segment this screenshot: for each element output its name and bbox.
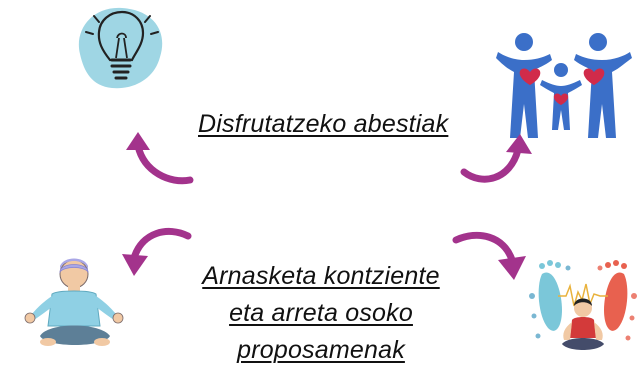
arrow-to-top-left [126,132,194,185]
arrow-to-top-right [460,134,532,183]
breathing-label-line-2: eta arreta osoko [229,299,413,327]
songs-label: Disfrutatzeko abestiak [198,110,449,138]
meditating-person-icon [24,258,124,346]
child-meditation-icon [529,260,637,350]
breathing-label-line-1: Arnasketa kontziente [202,262,440,290]
lightbulb-icon [78,7,163,89]
arrow-to-bottom-right [452,231,526,280]
breathing-label: Arnasketa kontziente eta arreta osoko pr… [196,258,446,369]
family-icon [496,33,632,138]
arrow-to-bottom-left [122,227,192,276]
diagram-canvas: Disfrutatzeko abestiak Arnasketa kontzie… [24,7,637,364]
breathing-label-line-3: proposamenak [237,336,405,364]
